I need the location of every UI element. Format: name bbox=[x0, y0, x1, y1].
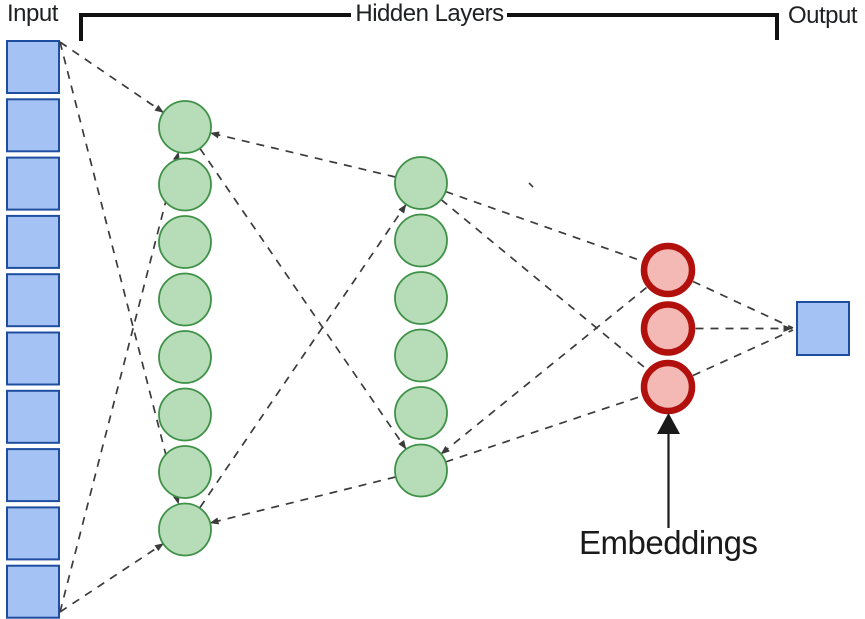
input-node-square bbox=[6, 98, 60, 153]
input-node-square bbox=[6, 506, 60, 561]
input-node-square bbox=[6, 273, 60, 328]
connection-line bbox=[445, 395, 643, 463]
input-node-square bbox=[6, 214, 60, 269]
hidden-node-circle bbox=[158, 100, 212, 154]
input-node-square bbox=[6, 40, 60, 94]
hidden-node-circle bbox=[394, 328, 448, 383]
hidden-node-circle bbox=[394, 213, 448, 268]
hidden-node-circle bbox=[158, 445, 212, 499]
network-nodes bbox=[6, 40, 850, 619]
output-label: Output bbox=[788, 2, 858, 29]
hidden-node-circle bbox=[158, 272, 212, 327]
hidden-node-circle bbox=[394, 271, 448, 325]
input-node-square bbox=[6, 331, 60, 386]
input-node-square bbox=[6, 564, 60, 619]
connection-line bbox=[445, 190, 643, 262]
embeddings-label: Embeddings bbox=[579, 524, 758, 561]
hidden-layers-label: Hidden Layers bbox=[355, 0, 504, 27]
input-node-square bbox=[6, 389, 60, 444]
hidden-node-circle bbox=[394, 443, 448, 498]
hidden-node-circle bbox=[158, 387, 212, 442]
embedding-node-circle bbox=[640, 359, 696, 415]
hidden-layers-bracket bbox=[79, 13, 779, 41]
hidden-node-circle bbox=[394, 156, 448, 210]
hidden-node-circle bbox=[158, 330, 212, 384]
hidden-node-circle bbox=[158, 215, 212, 269]
connection-line bbox=[209, 476, 396, 525]
input-label: Input bbox=[7, 0, 58, 27]
pointer-arrowhead bbox=[657, 413, 680, 434]
output-node-square bbox=[796, 301, 850, 356]
input-node-square bbox=[6, 448, 60, 503]
connection-line bbox=[692, 280, 794, 329]
connection-line bbox=[199, 204, 407, 508]
connection-line bbox=[692, 329, 794, 377]
stray-mark bbox=[528, 182, 534, 188]
connection-lines bbox=[59, 41, 794, 613]
connection-line bbox=[59, 542, 164, 613]
hidden-node-circle bbox=[158, 157, 212, 212]
hidden-node-circle bbox=[158, 502, 212, 557]
connection-line bbox=[210, 131, 396, 178]
connection-line bbox=[59, 41, 180, 505]
connection-line bbox=[440, 198, 648, 371]
connection-line bbox=[199, 148, 407, 450]
connection-line bbox=[59, 151, 180, 613]
hidden-node-circle bbox=[394, 386, 448, 440]
embeddings-pointer-arrow bbox=[657, 413, 680, 528]
embedding-node-circle bbox=[640, 242, 696, 298]
connection-line bbox=[440, 286, 648, 455]
connection-line bbox=[59, 41, 164, 114]
input-node-square bbox=[6, 156, 60, 211]
embedding-node-circle bbox=[640, 301, 696, 356]
